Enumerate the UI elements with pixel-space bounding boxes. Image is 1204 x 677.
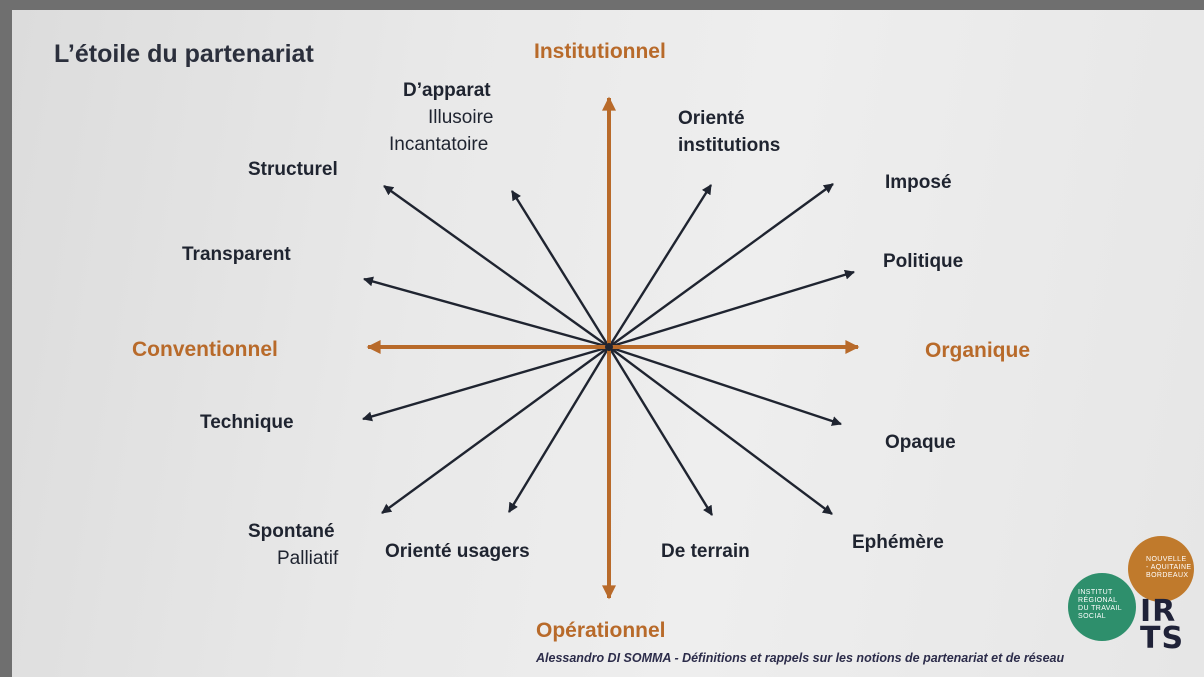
- logo-institut-line-3: DU TRAVAIL: [1078, 605, 1123, 612]
- label-ephemere: Ephémère: [852, 532, 944, 553]
- spoke-de-terrain-arrow: [607, 346, 714, 516]
- spoke-apparat-arrow: [510, 190, 611, 348]
- logo-institut-line-4: SOCIAL: [1078, 613, 1107, 620]
- axis-label-organique: Organique: [925, 339, 1031, 362]
- star-center: [605, 343, 613, 351]
- label-technique: Technique: [200, 412, 294, 433]
- label-oriente-usagers: Orienté usagers: [385, 541, 530, 562]
- label-spontane: Spontané: [248, 521, 335, 542]
- slide: L’étoile du partenariat Institutionnel O…: [12, 10, 1204, 677]
- label-oriente-institutions-2: institutions: [678, 135, 781, 156]
- logo-irts-bottom: TS: [1140, 621, 1185, 656]
- label-oriente-institutions-1: Orienté: [678, 108, 745, 129]
- logo-region-line-1: NOUVELLE: [1146, 556, 1187, 563]
- logo-region-line-3: BORDEAUX: [1146, 572, 1189, 579]
- label-politique: Politique: [883, 251, 964, 272]
- label-incantatoire: Incantatoire: [389, 134, 489, 155]
- axis-label-institutionnel: Institutionnel: [534, 40, 666, 63]
- logo-region-line-2: - AQUITAINE: [1146, 564, 1192, 571]
- logo-institut-badge: INSTITUT RÉGIONAL DU TRAVAIL SOCIAL: [1068, 573, 1136, 641]
- label-structurel: Structurel: [248, 159, 338, 180]
- spoke-oriente-institutions-arrow: [607, 184, 713, 348]
- spoke-oriente-usagers-arrow: [507, 346, 611, 513]
- footer-credit: Alessandro DI SOMMA - Définitions et rap…: [536, 651, 1065, 665]
- label-opaque: Opaque: [885, 432, 956, 453]
- star-diagram: [362, 96, 860, 600]
- label-de-terrain: De terrain: [661, 541, 750, 562]
- spoke-transparent-arrow: [363, 276, 610, 349]
- label-transparent: Transparent: [182, 244, 291, 265]
- spoke-impose-arrow: [608, 183, 834, 348]
- label-apparat: D’apparat: [403, 80, 491, 101]
- slide-title: L’étoile du partenariat: [54, 40, 314, 68]
- axis-label-operationnel: Opérationnel: [536, 619, 666, 642]
- logo-region-badge: NOUVELLE - AQUITAINE BORDEAUX: [1128, 536, 1194, 602]
- logo-irts-top: IR: [1140, 594, 1177, 629]
- logo-institut-line-1: INSTITUT: [1078, 589, 1113, 596]
- logo-irts-mark: IR TS: [1140, 594, 1200, 656]
- spoke-politique-arrow: [608, 269, 855, 349]
- label-illusoire: Illusoire: [428, 107, 494, 128]
- spoke-structurel-arrow: [383, 185, 610, 348]
- label-impose: Imposé: [885, 172, 952, 193]
- spoke-technique-arrow: [362, 345, 610, 422]
- logo-institut-line-2: RÉGIONAL: [1078, 597, 1118, 604]
- axis-label-conventionnel: Conventionnel: [132, 338, 278, 361]
- label-palliatif: Palliatif: [277, 548, 339, 569]
- spoke-opaque-arrow: [608, 345, 842, 426]
- spoke-spontane-arrow: [381, 346, 610, 514]
- spoke-ephemere-arrow: [608, 346, 833, 515]
